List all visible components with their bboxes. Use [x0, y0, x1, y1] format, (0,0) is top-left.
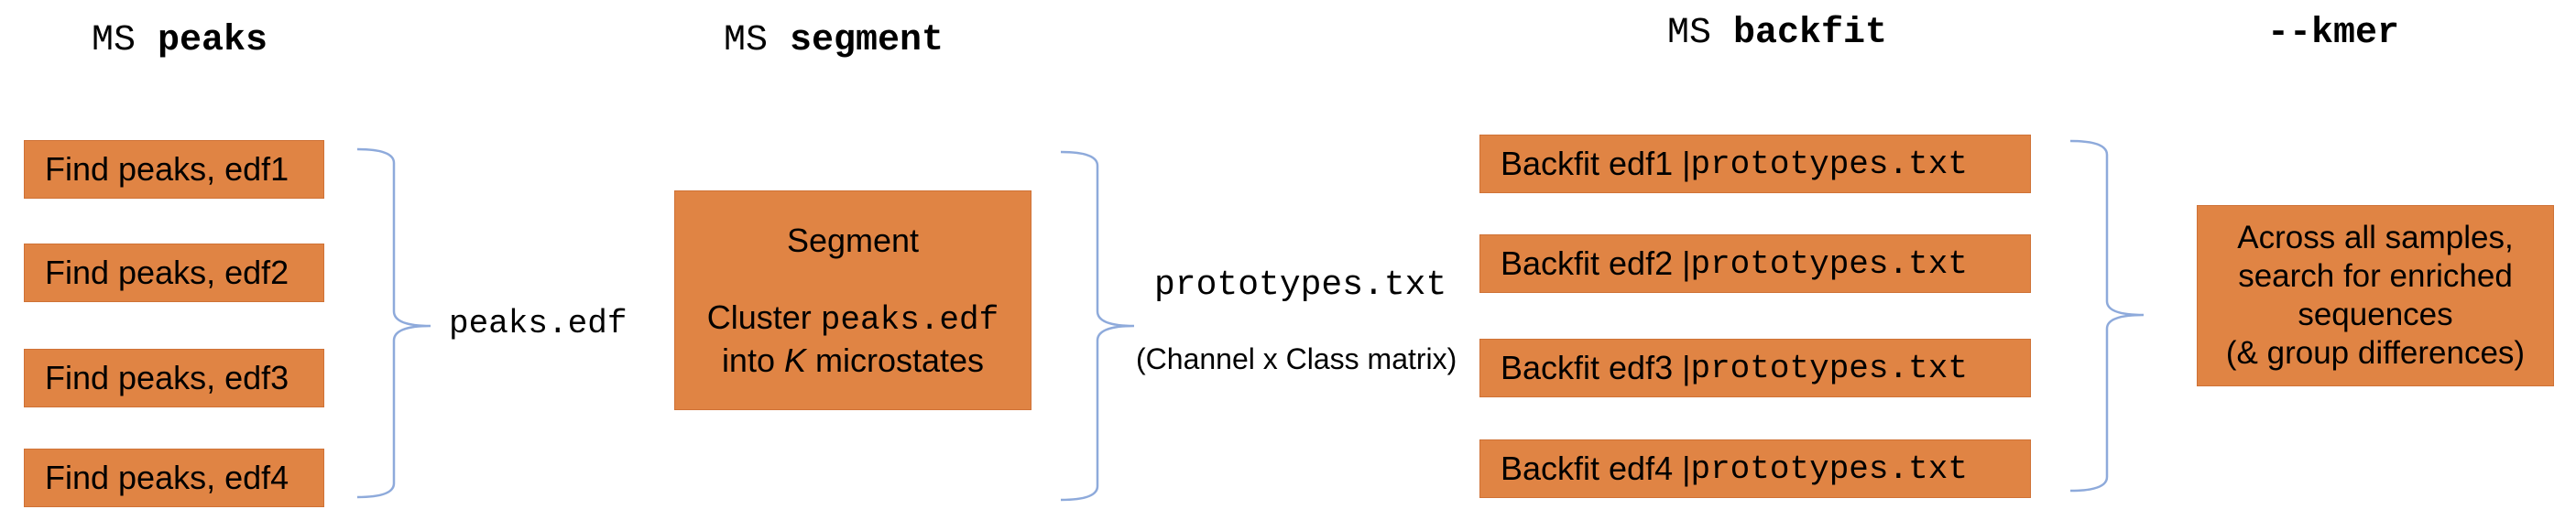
segment-line-2-prefix: into — [721, 341, 784, 379]
find-peaks-box-4: Find peaks, edf4 — [24, 449, 324, 507]
box-file: prototypes.txt — [1690, 145, 1968, 183]
segment-line-1-prefix: Cluster — [706, 298, 821, 336]
segment-output-file: prototypes.txt — [1154, 266, 1447, 305]
box-label: Backfit edf4 | — [1501, 450, 1691, 487]
box-label: Backfit edf1 | — [1501, 145, 1691, 182]
segment-line-2: into K microstates — [722, 341, 984, 381]
box-label: Find peaks, edf2 — [45, 254, 289, 291]
backfit-box-1: Backfit edf1 | prototypes.txt — [1479, 135, 2031, 193]
kmer-line-2: search for enriched — [2238, 258, 2513, 294]
header-command: --kmer — [2267, 13, 2400, 54]
segment-box: Segment Cluster peaks.edf into K microst… — [674, 190, 1031, 410]
segment-output-note: (Channel x Class matrix) — [1136, 342, 1457, 375]
bracket-peaks — [356, 147, 431, 499]
header-prefix: MS — [724, 20, 769, 61]
box-label: Find peaks, edf3 — [45, 359, 289, 396]
segment-line-2-k: K — [783, 341, 806, 379]
segment-line-2-suffix: microstates — [806, 341, 985, 379]
header-ms-backfit: MS backfit — [1667, 13, 1887, 54]
header-command: backfit — [1733, 13, 1888, 54]
box-label: Backfit edf3 | — [1501, 349, 1691, 386]
backfit-box-3: Backfit edf3 | prototypes.txt — [1479, 339, 2031, 397]
find-peaks-box-3: Find peaks, edf3 — [24, 349, 324, 407]
find-peaks-box-2: Find peaks, edf2 — [24, 244, 324, 302]
bracket-backfit — [2069, 139, 2145, 493]
header-ms-segment: MS segment — [724, 20, 944, 61]
header-kmer: --kmer — [2267, 13, 2399, 54]
header-ms-peaks: MS peaks — [92, 20, 267, 61]
header-prefix: MS — [92, 20, 136, 61]
backfit-box-4: Backfit edf4 | prototypes.txt — [1479, 439, 2031, 498]
header-prefix: MS — [1667, 13, 1712, 54]
kmer-line-4: (& group differences) — [2225, 335, 2526, 371]
box-label: Find peaks, edf1 — [45, 150, 289, 188]
segment-line-1: Cluster peaks.edf — [707, 298, 999, 341]
kmer-line-1: Across all samples, — [2237, 220, 2514, 255]
box-label: Backfit edf2 | — [1501, 244, 1691, 282]
bracket-segment — [1060, 150, 1135, 502]
box-label: Find peaks, edf4 — [45, 459, 289, 496]
box-file: prototypes.txt — [1690, 349, 1968, 387]
backfit-box-2: Backfit edf2 | prototypes.txt — [1479, 234, 2031, 293]
header-command: segment — [790, 20, 944, 61]
kmer-line-3: sequences — [2298, 297, 2453, 332]
segment-line-1-file: peaks.edf — [820, 300, 999, 339]
header-command: peaks — [158, 20, 268, 61]
segment-title: Segment — [786, 221, 920, 259]
peaks-output-file: peaks.edf — [449, 305, 628, 342]
find-peaks-box-1: Find peaks, edf1 — [24, 140, 324, 199]
box-file: prototypes.txt — [1690, 244, 1968, 283]
kmer-box: Across all samples, search for enriched … — [2197, 205, 2554, 386]
box-file: prototypes.txt — [1690, 450, 1968, 488]
